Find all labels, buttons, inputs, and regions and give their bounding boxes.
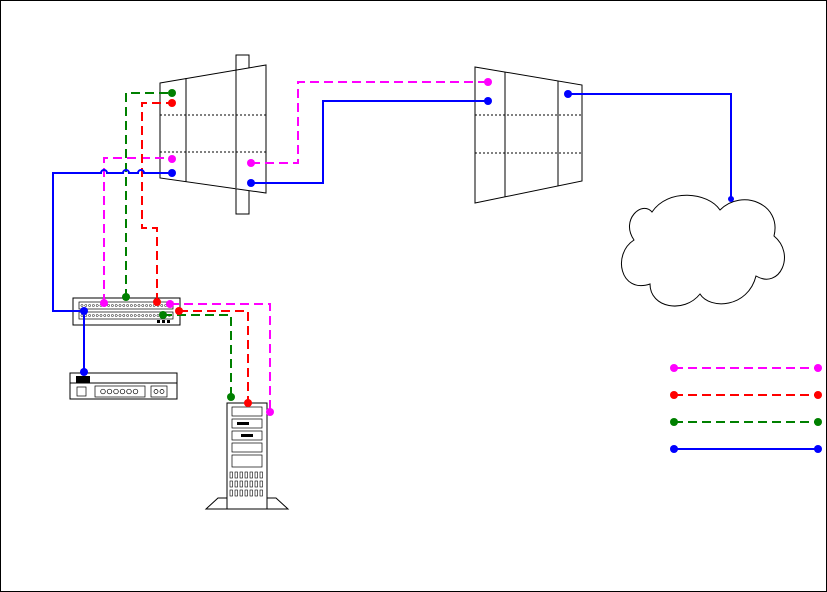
- legend-dot: [814, 364, 822, 372]
- rack-right-body: [475, 67, 582, 203]
- legend-dot: [814, 418, 822, 426]
- legend-dot: [814, 391, 822, 399]
- legend-dot: [814, 445, 822, 453]
- modem-icon: [70, 373, 177, 399]
- legend-dot: [670, 418, 678, 426]
- legend-dot: [670, 364, 678, 372]
- legend-dot: [670, 391, 678, 399]
- legend-dot: [670, 445, 678, 453]
- rack-right: [475, 67, 582, 203]
